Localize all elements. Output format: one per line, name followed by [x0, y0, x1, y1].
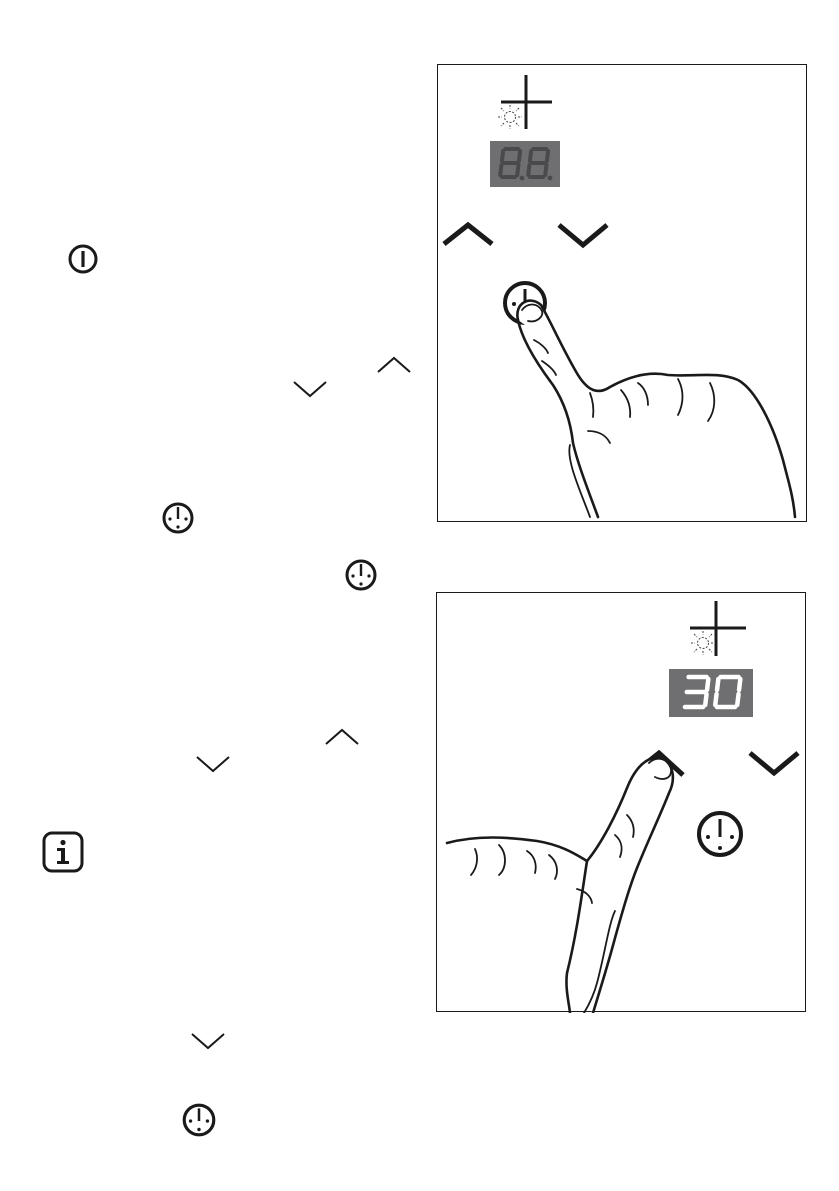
segment-c — [517, 165, 518, 175]
segment-f — [502, 151, 503, 161]
segment-c — [545, 165, 546, 175]
timer-display — [669, 669, 753, 717]
pointing-hand-icon — [437, 593, 807, 1013]
segment-e — [528, 165, 529, 175]
decimal-dot — [520, 176, 525, 181]
power-icon — [66, 242, 100, 276]
decimal-dot — [548, 176, 553, 181]
segment-b — [739, 679, 740, 690]
segment-e — [500, 165, 501, 175]
segment-c — [737, 694, 738, 705]
chevron-up-icon — [322, 726, 362, 748]
segment-f — [530, 151, 531, 161]
pointing-hand-icon — [438, 65, 808, 523]
power-level-display — [490, 141, 560, 187]
segment-e — [715, 694, 716, 705]
timer-icon — [180, 1101, 218, 1139]
segment-b — [707, 679, 708, 690]
timer-icon — [160, 500, 196, 536]
chevron-down-icon — [188, 1030, 228, 1052]
illustration-panel-bottom — [436, 592, 806, 1012]
segment-b — [519, 151, 520, 161]
chevron-down-icon — [193, 753, 233, 775]
illustration-panel-top — [437, 64, 807, 522]
segment-b — [547, 151, 548, 161]
segment-f — [717, 679, 718, 690]
chevron-up-icon — [374, 354, 414, 376]
segment-c — [705, 694, 706, 705]
timer-icon — [343, 557, 379, 593]
info-icon — [42, 831, 84, 873]
chevron-down-icon — [290, 378, 330, 400]
